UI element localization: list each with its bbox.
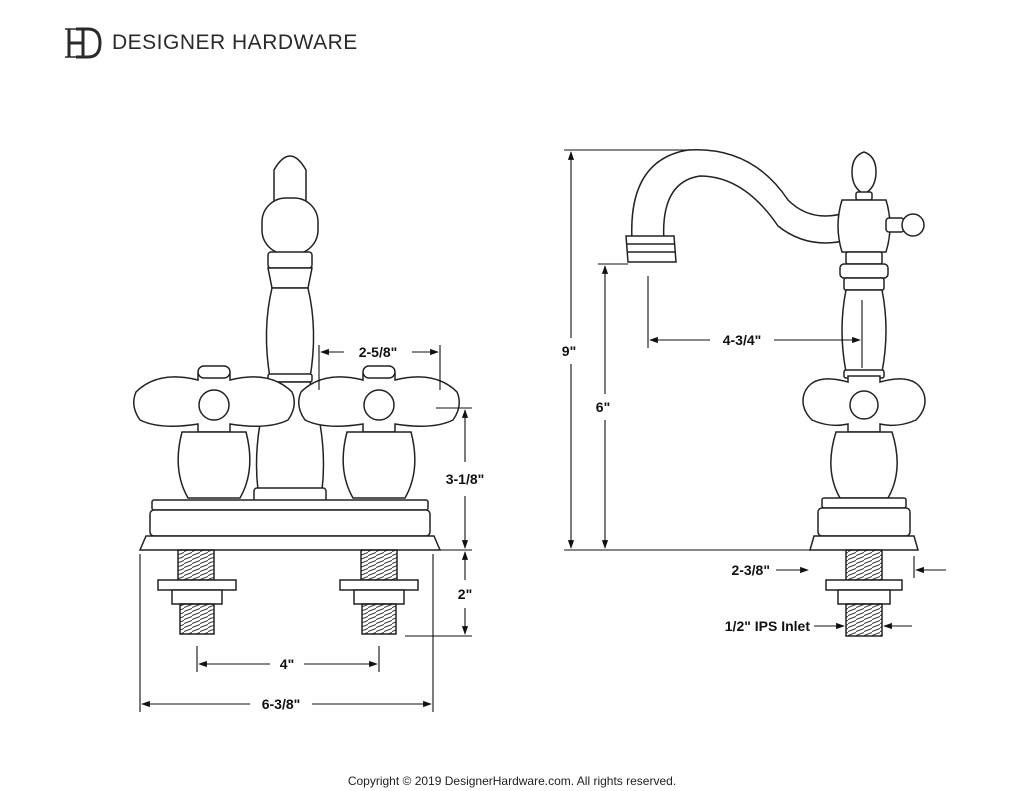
side-base-top — [821, 497, 907, 509]
side-handle-hub — [849, 390, 879, 420]
dim-inlet-size: 1/2" IPS Inlet — [725, 618, 811, 634]
front-view — [133, 155, 460, 635]
dim-shank-length: 2" — [458, 586, 472, 602]
side-knob — [901, 213, 925, 237]
dim-center-spacing: 4" — [280, 656, 294, 672]
side-shank-nut — [825, 579, 903, 591]
side-body — [830, 431, 898, 499]
front-spout-column — [265, 287, 315, 379]
dim-handle-height: 3-1/8" — [446, 471, 485, 487]
copyright-notice: Copyright © 2019 DesignerHardware.com. A… — [347, 774, 677, 788]
front-deck-flange — [138, 535, 442, 551]
side-collar-3 — [843, 277, 885, 291]
front-spout-collar — [267, 267, 313, 289]
side-body-ball — [837, 199, 891, 253]
dim-overall-width: 6-3/8" — [262, 696, 301, 712]
front-spout-bracket — [261, 197, 319, 255]
dim-overall-height: 9" — [562, 343, 576, 359]
side-finial — [851, 151, 877, 195]
front-deck-top — [151, 499, 429, 511]
dim-spout-handle-gap: 2-5/8" — [359, 344, 398, 360]
front-deck-plate — [149, 509, 431, 537]
hd-monogram-icon — [65, 27, 102, 59]
dim-spout-reach: 4-3/4" — [723, 332, 762, 348]
side-view — [625, 148, 926, 637]
side-shank-lower — [845, 603, 883, 637]
front-right-handle — [298, 365, 460, 499]
front-right-shank — [339, 549, 419, 635]
brand-header: DESIGNER HARDWARE — [64, 26, 358, 60]
front-left-shank — [157, 549, 237, 635]
side-spout-arc — [631, 148, 849, 244]
side-shank-washer — [837, 589, 891, 605]
side-base — [817, 507, 911, 537]
dim-spout-height: 6" — [596, 399, 610, 415]
brand-name: DESIGNER HARDWARE — [112, 31, 358, 54]
side-collar-1 — [845, 251, 883, 265]
front-dimensions — [139, 345, 472, 712]
front-spout-ring — [267, 251, 313, 269]
side-finial-neck — [855, 191, 873, 201]
side-column — [841, 289, 887, 373]
side-collar-2 — [839, 263, 889, 279]
side-base-flange — [809, 535, 919, 551]
dim-base-depth: 2-3/8" — [731, 562, 770, 578]
side-aerator — [625, 235, 677, 263]
front-left-handle — [133, 365, 295, 499]
side-dimensions — [564, 149, 946, 630]
side-shank-upper — [845, 549, 883, 581]
